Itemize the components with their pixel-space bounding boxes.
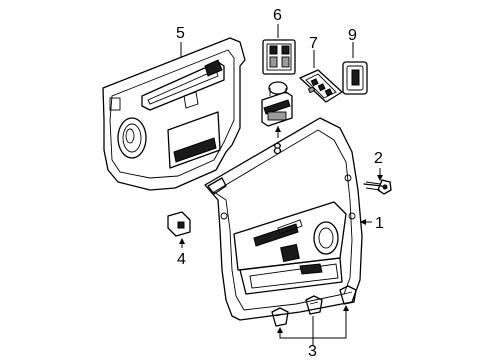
screw-part-2 [363, 179, 392, 195]
leader-lines [179, 24, 383, 346]
callout-labels: 1 2 3 4 5 6 7 8 9 [176, 7, 384, 360]
window-switch-part-7 [299, 69, 343, 103]
callout-5: 5 [176, 25, 185, 42]
switch-module-part-8 [261, 81, 293, 127]
callout-4: 4 [177, 251, 186, 268]
clip-right [339, 285, 357, 305]
callout-1: 1 [375, 215, 384, 232]
push-pin-clips-part-3 [271, 285, 357, 327]
callout-8: 8 [273, 141, 282, 158]
arrowhead-2 [377, 175, 383, 181]
arrowhead-1 [360, 219, 366, 225]
callout-6: 6 [273, 7, 282, 24]
callout-7: 7 [309, 35, 318, 52]
arrowhead-3c [343, 305, 349, 311]
arrowhead-8 [275, 126, 281, 132]
clip-left [271, 307, 289, 327]
door-panel-part-5 [102, 37, 246, 191]
retainer-clip-part-4 [167, 211, 191, 237]
arrowhead-4 [179, 238, 185, 244]
callout-3: 3 [308, 343, 317, 360]
callout-2: 2 [374, 150, 383, 167]
clip-middle [305, 295, 323, 315]
single-switch-part-9 [342, 61, 368, 95]
arrowhead-3a [277, 327, 283, 333]
leader-line-3 [279, 306, 347, 346]
window-switch-bezel-part-6 [262, 39, 296, 75]
callout-9: 9 [348, 27, 357, 44]
